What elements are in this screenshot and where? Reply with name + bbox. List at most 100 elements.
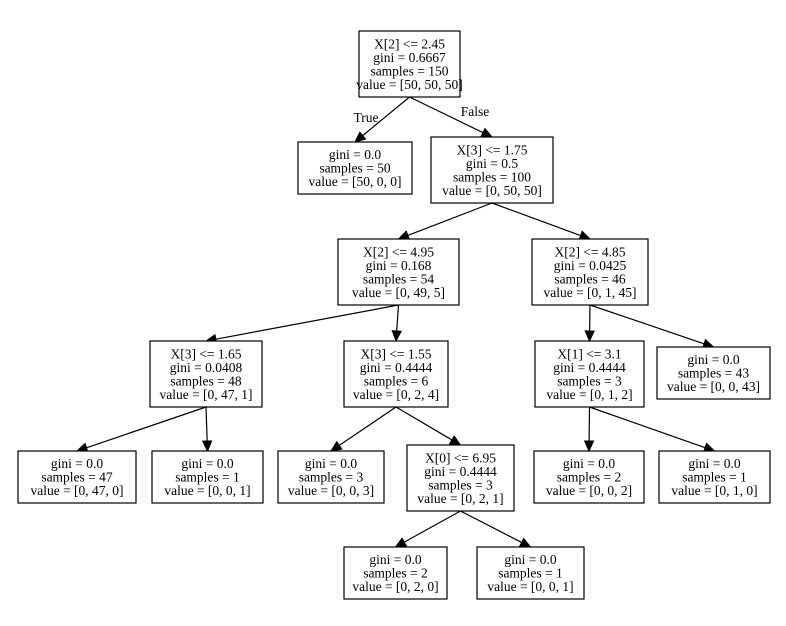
edge-line <box>589 304 705 345</box>
arrowhead-icon <box>584 330 595 343</box>
tree-edge <box>395 406 462 446</box>
node-line: value = [50, 0, 0] <box>308 174 401 189</box>
tree-edge <box>583 406 595 453</box>
edge-line <box>205 406 208 442</box>
node-line: X[3] <= 1.75 <box>456 142 527 157</box>
node-line: value = [50, 50, 50] <box>356 77 463 92</box>
tree-edge <box>75 406 207 453</box>
edge-line <box>409 96 484 134</box>
node-line: samples = 3 <box>299 470 364 485</box>
edge-line <box>395 406 453 441</box>
node-line: samples = 1 <box>175 470 240 485</box>
tree-edge: False <box>409 96 494 138</box>
arrowhead-icon <box>397 230 411 241</box>
node-line: gini = 0.6667 <box>373 50 446 65</box>
node-box <box>297 141 413 195</box>
tree-edge: True <box>353 96 410 143</box>
node-box <box>534 340 645 408</box>
node-box <box>430 136 554 204</box>
edge-line <box>491 202 581 237</box>
node-box <box>658 450 771 504</box>
tree-edge <box>204 304 399 345</box>
node-box <box>406 444 515 512</box>
node-line: gini = 0.0 <box>369 552 421 567</box>
node-line: gini = 0.0425 <box>554 258 627 273</box>
node-line: gini = 0.0 <box>329 147 381 162</box>
node-box <box>343 546 448 600</box>
node-line: X[2] <= 2.45 <box>374 36 445 51</box>
tree-edge <box>460 510 532 548</box>
node-line: value = [0, 50, 50] <box>442 183 542 198</box>
node-line: value = [0, 49, 5] <box>352 285 445 300</box>
node-line: gini = 0.0 <box>51 456 103 471</box>
node-line: value = [0, 0, 43] <box>667 379 760 394</box>
arrowhead-icon <box>480 127 494 138</box>
node-line: gini = 0.4444 <box>360 360 433 375</box>
node-line: X[2] <= 4.85 <box>554 244 625 259</box>
node-box <box>151 450 264 504</box>
tree-edge <box>589 406 716 453</box>
node-line: gini = 0.5 <box>466 156 518 171</box>
node-line: value = [0, 1, 45] <box>543 285 636 300</box>
node-box <box>531 238 649 306</box>
edge-line <box>589 406 706 449</box>
edge-line <box>338 406 397 446</box>
node-line: value = [0, 1, 2] <box>546 387 632 402</box>
tree-edge <box>589 304 715 349</box>
node-line: samples = 48 <box>170 373 242 388</box>
node-box <box>343 340 449 408</box>
tree-edge <box>584 304 595 343</box>
node-line: gini = 0.4444 <box>553 360 626 375</box>
node-line: samples = 150 <box>370 63 448 78</box>
node-box <box>476 546 585 600</box>
arrowhead-icon <box>583 440 595 453</box>
node-box <box>358 30 461 98</box>
arrowhead-icon <box>518 537 532 548</box>
node-line: X[0] <= 6.95 <box>425 450 496 465</box>
arrowhead-icon <box>391 330 402 343</box>
edge-line <box>215 304 399 340</box>
edge-line <box>86 406 207 449</box>
node-line: X[3] <= 1.65 <box>170 346 241 361</box>
node-line: X[1] <= 3.1 <box>557 346 621 361</box>
tree-edge <box>491 202 592 241</box>
node-box <box>277 450 385 504</box>
node-line: samples = 2 <box>363 566 428 581</box>
edge-line <box>396 304 400 332</box>
arrowhead-icon <box>394 537 408 548</box>
node-line: samples = 50 <box>319 161 391 176</box>
tree-edge <box>394 510 461 548</box>
edge-line <box>403 510 461 543</box>
tree-edge <box>329 406 397 452</box>
node-box <box>17 450 137 504</box>
edge-line <box>362 96 410 137</box>
node-box <box>149 340 263 408</box>
node-line: gini = 0.0 <box>688 456 740 471</box>
arrowhead-icon <box>329 440 343 452</box>
node-line: gini = 0.4444 <box>424 464 497 479</box>
arrowhead-icon <box>354 131 367 143</box>
node-line: samples = 47 <box>41 470 113 485</box>
node-line: samples = 46 <box>554 271 626 286</box>
node-box <box>533 450 645 504</box>
node-line: value = [0, 0, 2] <box>546 483 632 498</box>
node-line: value = [0, 2, 1] <box>417 491 503 506</box>
node-line: samples = 3 <box>557 373 622 388</box>
